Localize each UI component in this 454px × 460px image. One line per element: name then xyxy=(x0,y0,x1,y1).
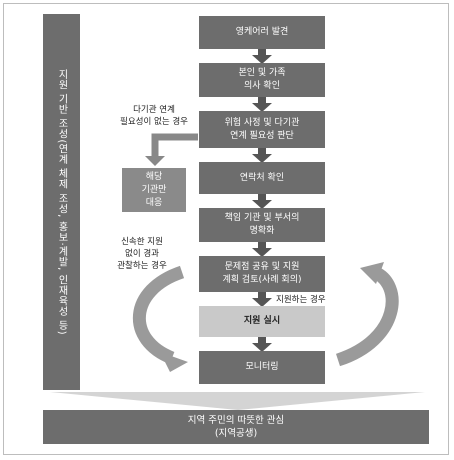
community-bar: 지역 주민의 따뜻한 관심 (지역공생) xyxy=(43,410,429,444)
arrow-2 xyxy=(252,97,272,112)
note-support: 지원하는 경우 xyxy=(276,295,326,305)
observe-curve-arrow xyxy=(132,265,185,365)
arrow-5 xyxy=(252,242,272,257)
note-no-collaboration: 다기관 연계 필요성이 없는 경우 xyxy=(120,105,188,127)
arrow-6 xyxy=(252,292,272,307)
note-observe: 신속한 지원 없이 경과 관찰하는 경우 xyxy=(117,237,167,271)
return-curve-head xyxy=(360,262,384,284)
step-monitoring: 모니터링 xyxy=(199,351,325,384)
return-curve-arrow xyxy=(335,265,399,367)
down-arrows xyxy=(252,49,272,352)
observe-curve-head xyxy=(160,352,188,372)
step-contact-check: 연락처 확인 xyxy=(199,162,325,194)
arrow-1 xyxy=(252,49,272,64)
step-responsibility: 책임 기관 및 부서의 명확화 xyxy=(199,208,325,242)
arrow-3 xyxy=(252,148,272,163)
support-foundation-label: 지원 기반 조성(연계 체제 조성, 홍보·계발, 인재육성 등) xyxy=(56,68,67,336)
bottom-chevron xyxy=(50,392,425,410)
support-foundation-bar: 지원 기반 조성(연계 체제 조성, 홍보·계발, 인재육성 등) xyxy=(43,14,80,390)
step-consent-check: 본인 및 가족 의사 확인 xyxy=(199,63,325,97)
step-risk-assessment: 위험 사정 및 다기관 연계 필요성 판단 xyxy=(199,111,325,148)
arrow-4 xyxy=(252,194,272,209)
step-case-meeting: 문제점 공유 및 지원 계획 검토(사례 회의) xyxy=(199,256,325,292)
step-discovery: 영케어러 발견 xyxy=(199,16,325,49)
branch-connector xyxy=(151,133,198,158)
step-support: 지원 실시 xyxy=(199,306,325,337)
branch-arrowhead xyxy=(145,156,165,166)
single-agency-box: 해당 기관만 대응 xyxy=(122,168,186,212)
arrow-7 xyxy=(252,337,272,352)
